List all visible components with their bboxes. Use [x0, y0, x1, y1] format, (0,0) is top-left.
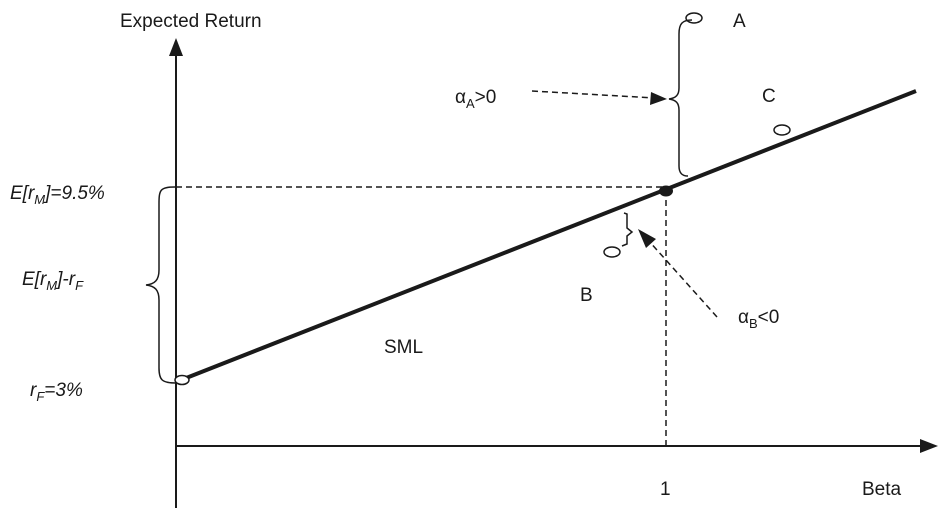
- alpha-a-brace: [668, 19, 693, 177]
- alpha-a-label: αA>0: [455, 87, 496, 111]
- sml-label: SML: [384, 337, 423, 358]
- market-return-label: E[rM]=9.5%: [10, 183, 105, 207]
- asset-b-point: [603, 246, 621, 258]
- alpha-b-brace: [621, 212, 634, 247]
- x-axis-arrowhead: [920, 439, 938, 453]
- y-axis-label: Expected Return: [120, 11, 262, 32]
- market-portfolio-point: [659, 185, 673, 197]
- security-market-line: [175, 89, 917, 384]
- alpha-b-label: αB<0: [738, 307, 779, 331]
- asset-b-label: B: [580, 285, 593, 306]
- asset-c-label: C: [762, 86, 776, 107]
- y-axis-arrowhead: [169, 38, 183, 56]
- asset-a-point: [685, 12, 703, 24]
- risk-premium-label: E[rM]-rF: [22, 269, 84, 293]
- alpha-b-arrow: [647, 239, 718, 318]
- alpha-b-arrowhead: [638, 229, 656, 248]
- alpha-a-arrow: [531, 90, 656, 99]
- risk-free-label: rF=3%: [30, 380, 83, 404]
- asset-c-point: [773, 124, 791, 136]
- x-axis-label: Beta: [862, 479, 902, 500]
- asset-a-label: A: [733, 11, 746, 32]
- x-tick-label: 1: [660, 479, 671, 500]
- risk-free-point: [174, 374, 190, 386]
- alpha-a-arrowhead: [650, 92, 667, 105]
- risk-premium-brace: [145, 186, 177, 384]
